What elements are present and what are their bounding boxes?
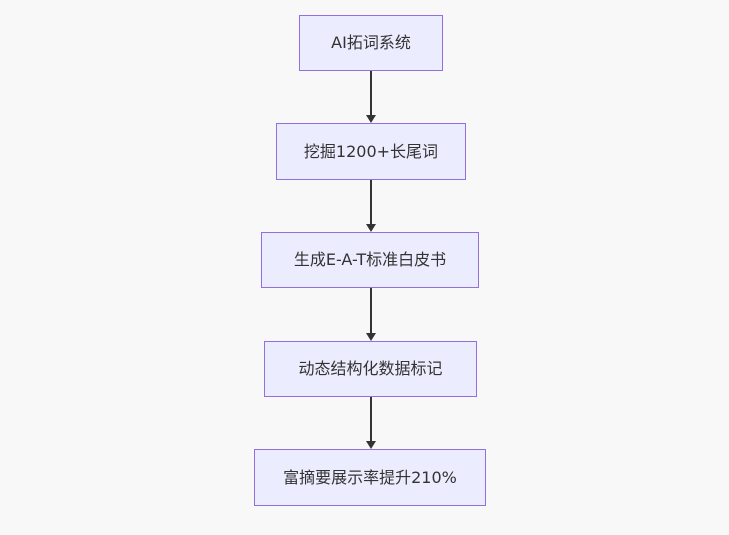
flowchart-node-structured-data-markup: 动态结构化数据标记 [264, 341, 477, 397]
node-label: 生成E-A-T标准白皮书 [293, 250, 447, 269]
arrowhead-down-icon [366, 333, 376, 341]
flowchart-node-longtail-keywords: 挖掘1200+长尾词 [276, 123, 466, 180]
node-label: 富摘要展示率提升210% [283, 467, 457, 487]
edge-connector [370, 180, 372, 225]
flowchart-node-eat-whitepaper: 生成E-A-T标准白皮书 [261, 232, 479, 288]
node-label: 挖掘1200+长尾词 [303, 141, 439, 161]
edge-connector [370, 397, 372, 442]
flowchart-node-ai-expansion-system: AI拓词系统 [299, 15, 443, 71]
arrowhead-down-icon [366, 224, 376, 232]
node-label: 动态结构化数据标记 [298, 359, 443, 378]
edge-connector [370, 71, 372, 115]
arrowhead-down-icon [366, 115, 376, 123]
flowchart-node-rich-snippet-result: 富摘要展示率提升210% [254, 449, 486, 506]
arrowhead-down-icon [366, 441, 376, 449]
edge-connector [370, 288, 372, 334]
node-label: AI拓词系统 [331, 33, 411, 52]
